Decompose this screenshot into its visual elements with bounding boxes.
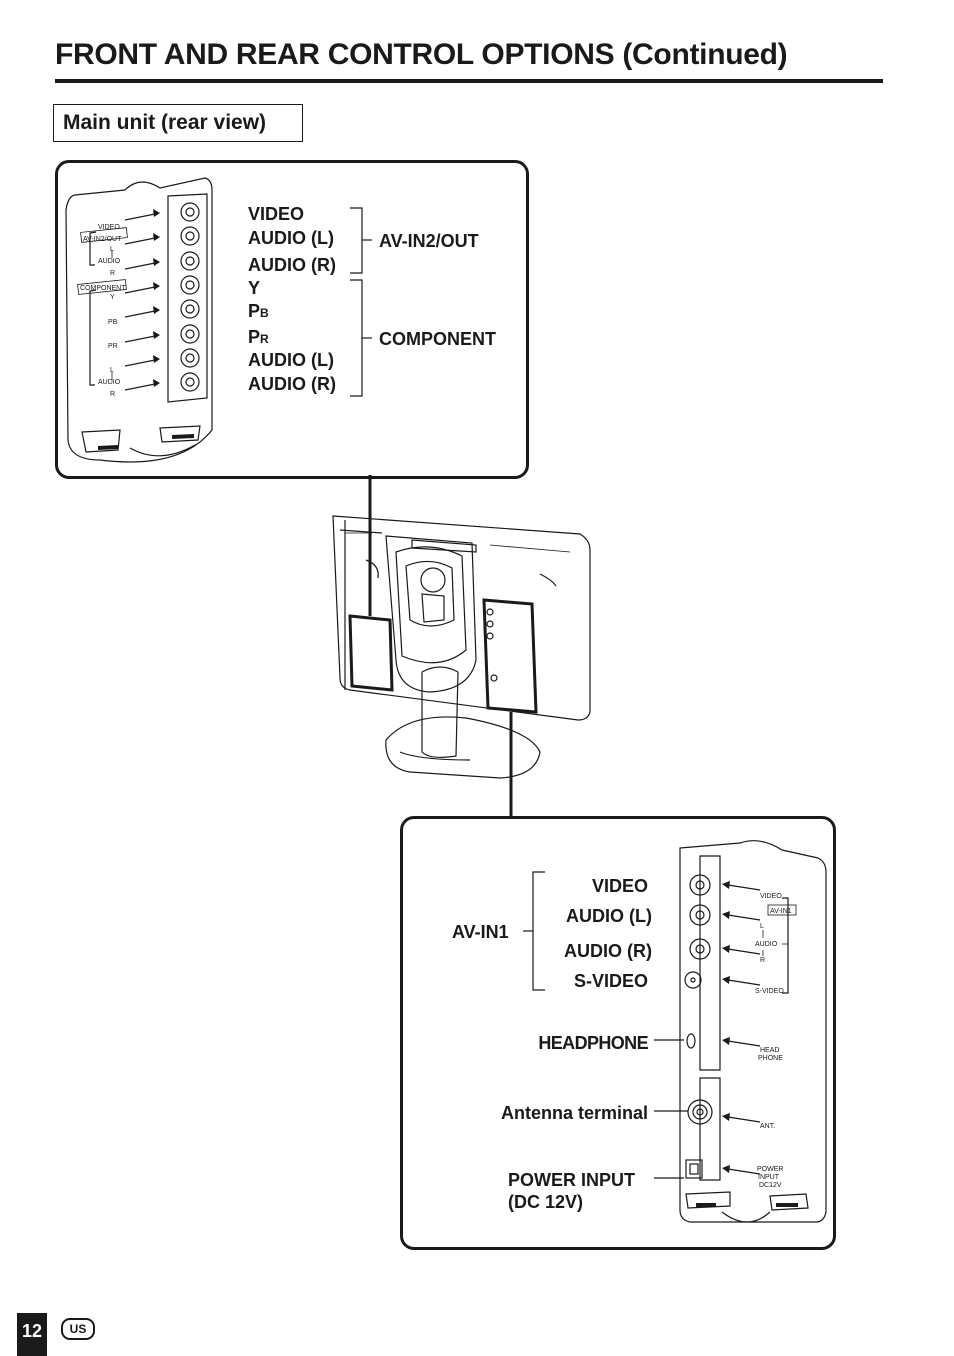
upper-terminal-plate-illustration	[65, 177, 213, 463]
label-video-upper: VIDEO	[248, 204, 305, 224]
label-pr: PR	[248, 328, 269, 346]
upper-detail-panel	[55, 160, 529, 479]
label-video-lower: VIDEO	[591, 876, 648, 896]
device-print-l: L	[110, 246, 114, 253]
device-print-video: VIDEO	[98, 224, 120, 231]
label-audio-r-upper: AUDIO (R)	[248, 255, 336, 275]
device-print-s-video: S-VIDEO	[755, 988, 784, 995]
section-subtitle: Main unit (rear view)	[63, 111, 267, 134]
device-print-ant: ANT.	[760, 1123, 775, 1130]
region-badge: US	[61, 1318, 95, 1340]
label-pb: PB	[248, 302, 269, 320]
label-pr-main: P	[248, 327, 261, 347]
device-print-audio: AUDIO	[98, 258, 121, 265]
subtitle-box	[53, 104, 303, 142]
device-print-component: COMPONENT	[80, 285, 126, 292]
label-pr-sub: R	[260, 332, 269, 346]
device-print-r: R	[110, 270, 115, 277]
device-print-audio-lower: AUDIO	[755, 941, 778, 948]
device-print-y: Y	[110, 294, 115, 301]
label-audio-r-upper-2: AUDIO (R)	[248, 374, 336, 394]
device-print-phone: PHONE	[758, 1055, 783, 1062]
label-pb-sub: B	[260, 306, 269, 320]
device-print-l-lower: L	[760, 923, 764, 930]
group-label-av-in1: AV-IN1	[452, 922, 509, 942]
page-number: 12	[17, 1313, 47, 1356]
label-antenna-terminal: Antenna terminal	[500, 1103, 648, 1123]
device-print-r-2: R	[110, 391, 115, 398]
device-print-pr: PR	[108, 343, 118, 350]
label-audio-l-upper-2: AUDIO (L)	[248, 350, 334, 370]
upper-jacks	[180, 202, 200, 392]
device-print-audio-2: AUDIO	[98, 379, 121, 386]
label-y: Y	[248, 278, 261, 298]
lower-arrows	[727, 884, 761, 1175]
device-print-av-in1: AV-IN1	[770, 908, 792, 915]
label-headphone: HEADPHONE	[538, 1033, 648, 1053]
lower-detail-panel	[400, 816, 836, 1250]
label-audio-r-lower: AUDIO (R)	[564, 941, 652, 961]
device-print-av-in2-out: AV-IN2/OUT	[83, 236, 122, 243]
lower-jacks	[684, 874, 713, 1179]
label-power-dc: (DC 12V)	[508, 1192, 584, 1212]
tv-rear-illustration	[332, 515, 591, 779]
title-rule	[55, 79, 883, 83]
device-print-video-lower: VIDEO	[760, 893, 782, 900]
device-print-power: POWER	[757, 1166, 783, 1173]
label-pb-main: P	[248, 301, 261, 321]
lower-terminal-plate-illustration	[679, 840, 827, 1223]
device-print-dc12v: DC12V	[759, 1182, 782, 1189]
device-print-head: HEAD	[760, 1047, 779, 1054]
label-audio-l-lower: AUDIO (L)	[566, 906, 652, 926]
page-title: FRONT AND REAR CONTROL OPTIONS (Continue…	[55, 38, 788, 71]
label-s-video: S-VIDEO	[573, 971, 648, 991]
upper-arrows	[124, 213, 156, 391]
group-label-component: COMPONENT	[379, 329, 496, 349]
device-print-pb: PB	[108, 319, 118, 326]
label-audio-l-upper: AUDIO (L)	[248, 228, 334, 248]
device-print-l-2: L	[110, 367, 114, 374]
group-label-av-in2-out: AV-IN2/OUT	[379, 231, 479, 251]
device-print-r-lower: R	[760, 957, 765, 964]
device-print-input: INPUT	[758, 1174, 780, 1181]
label-power-input: POWER INPUT	[508, 1170, 636, 1190]
